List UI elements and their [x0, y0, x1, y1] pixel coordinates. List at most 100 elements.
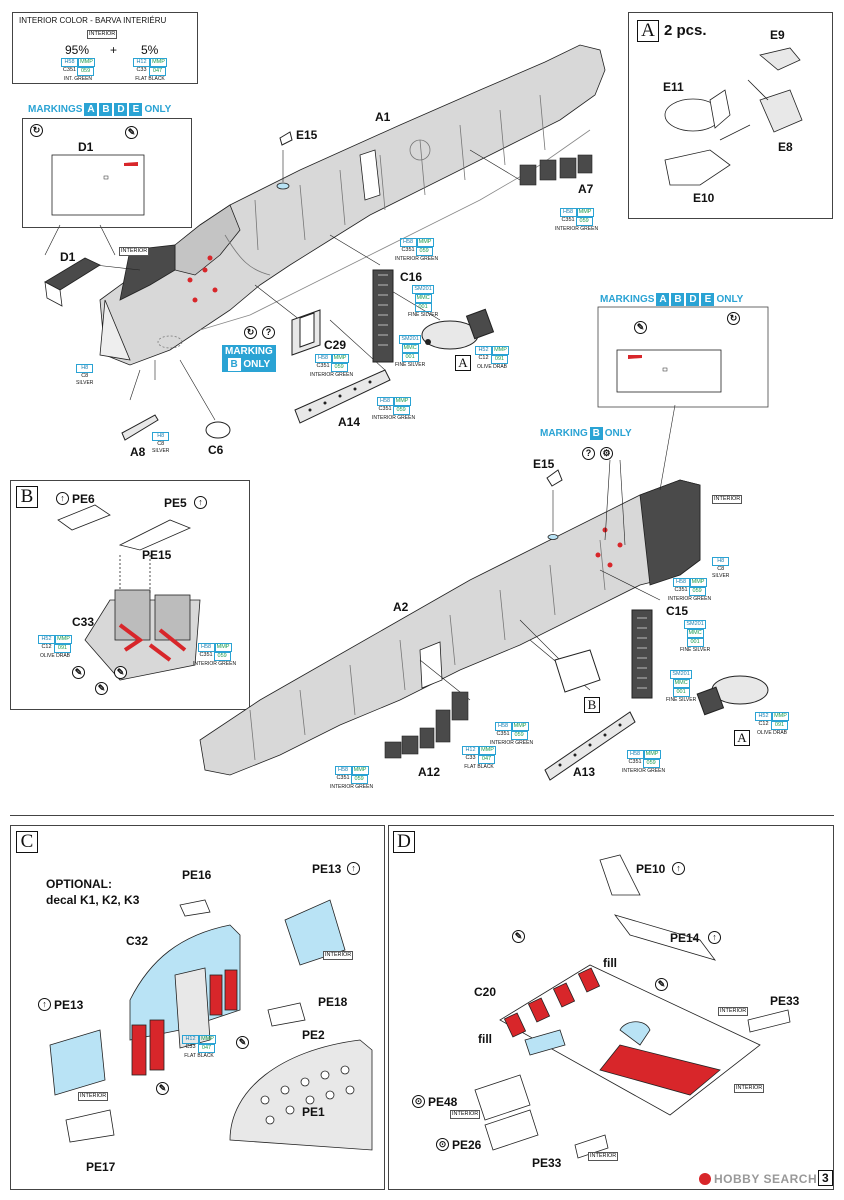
optional-note: OPTIONAL: [46, 877, 112, 891]
hobby-search-watermark: HOBBY SEARCH [714, 1172, 818, 1186]
pe-icon-pe14: ↑ [708, 931, 721, 944]
fuselage-a1 [99, 44, 606, 366]
part-c16: C16 [400, 270, 423, 284]
part-pe18: PE18 [318, 995, 348, 1009]
part-pe14: PE14 [670, 931, 700, 945]
part-e11: E11 [663, 80, 684, 94]
callout-c15-silver: SM201 MMC 001 FINE SILVER [680, 620, 711, 653]
question-icon-b: ? [262, 326, 275, 339]
part-pe5: PE5 [164, 496, 187, 510]
pe-icon-pe5: ↑ [194, 496, 207, 509]
section-divider [10, 815, 834, 816]
callout-bomb-silver: SM201 MMC 001 FINE SILVER [395, 335, 426, 368]
paint-brush-icon: ✎ [125, 126, 138, 139]
part-c29: C29 [324, 338, 347, 352]
interior-color-title: INTERIOR COLOR - BARVA INTERIÉRU [19, 16, 167, 25]
callout-a2-silver: H8 C8 SILVER [712, 557, 730, 579]
red-markers-a1 [187, 255, 218, 303]
callout-a1-silver: H8 C8 SILVER [76, 364, 94, 386]
interior-tag-d1b: INTERIOR [718, 1007, 749, 1016]
paint-brush-icon-right: ✎ [634, 321, 647, 334]
section-c-frame [10, 825, 385, 1190]
part-a12: A12 [418, 765, 441, 779]
callout-a8-silver: H8 C8 SILVER [152, 432, 170, 454]
d-floor [474, 854, 791, 1159]
a7-parts [519, 154, 593, 186]
interior-tag-d3: INTERIOR [450, 1110, 481, 1119]
part-c15: C15 [666, 604, 689, 618]
part-pe10: PE10 [636, 862, 666, 876]
fuselage-a2 [199, 479, 701, 776]
part-a13: A13 [573, 765, 596, 779]
part-a2: A2 [393, 600, 409, 614]
red-markers-a2 [595, 527, 623, 568]
callout-bomb-mid-silver: SM201 MMC 001 FINE SILVER [666, 670, 697, 703]
bomb-top [421, 308, 495, 350]
section-ref-a-mid: A [734, 730, 750, 746]
interior-tag-d1: INTERIOR [119, 247, 150, 256]
part-a14: A14 [338, 415, 361, 429]
part-pe48: PE48 [428, 1095, 458, 1109]
c-panel [49, 899, 373, 1151]
section-b-frame [10, 480, 250, 710]
section-c-letter: C [16, 831, 38, 853]
pe-icon-pe48: ⊙ [412, 1095, 425, 1108]
part-pe6: PE6 [72, 492, 95, 506]
paint-brush-icon-c2: ✎ [156, 1082, 169, 1095]
part-d1: D1 [60, 250, 76, 264]
section-b-letter: B [16, 486, 38, 508]
markings-frame-top [22, 118, 192, 228]
part-pe16: PE16 [182, 868, 212, 882]
part-pe1: PE1 [302, 1105, 325, 1119]
question-icon-mid: ? [582, 447, 595, 460]
callout-c16-silver: SM201 MMC 001 FINE SILVER [408, 285, 439, 318]
rotate-icon: ↻ [30, 124, 43, 137]
pe-icon-pe10: ↑ [672, 862, 685, 875]
marking-b-only-mid: MARKING B ONLY [540, 427, 632, 440]
pe-icon-pe6: ↑ [56, 492, 69, 505]
paint-brush-icon-b3: ✎ [114, 666, 127, 679]
part-a8: A8 [130, 445, 146, 459]
section-a-letter: A [637, 20, 659, 42]
marking-b-only-top: MARKING B ONLY [222, 345, 276, 372]
c15-rack [631, 609, 653, 699]
fill-note-1: fill [603, 956, 617, 970]
a12-parts [384, 691, 469, 759]
part-pe33-bottom: PE33 [532, 1156, 562, 1170]
page-number: 3 [818, 1170, 833, 1186]
rotate-icon-b: ↻ [244, 326, 257, 339]
part-c32: C32 [126, 934, 149, 948]
part-e15-top: E15 [296, 128, 318, 142]
paint-brush-icon-b1: ✎ [72, 666, 85, 679]
part-a1: A1 [375, 110, 391, 124]
interior-tag-d2: INTERIOR [734, 1084, 765, 1093]
a13-plate [544, 711, 636, 781]
paint-brush-icon-d1: ✎ [512, 930, 525, 943]
pe-icon-pe13-right: ↑ [347, 862, 360, 875]
part-pe2: PE2 [302, 1028, 325, 1042]
section-ref-a-top: A [455, 355, 471, 371]
interior-left-pct: 95% [65, 43, 90, 57]
pe-icon-pe13-left: ↑ [38, 998, 51, 1011]
interior-tag-c1: INTERIOR [323, 951, 354, 960]
part-e9: E9 [770, 28, 785, 42]
part-c6: C6 [208, 443, 224, 457]
paint-brush-icon-b2: ✎ [95, 682, 108, 695]
part-a7: A7 [578, 182, 594, 196]
part-pe33-right: PE33 [770, 994, 800, 1008]
part-pe26: PE26 [452, 1138, 482, 1152]
interior-right-pct: 5% [141, 43, 159, 57]
part-c33: C33 [72, 615, 95, 629]
